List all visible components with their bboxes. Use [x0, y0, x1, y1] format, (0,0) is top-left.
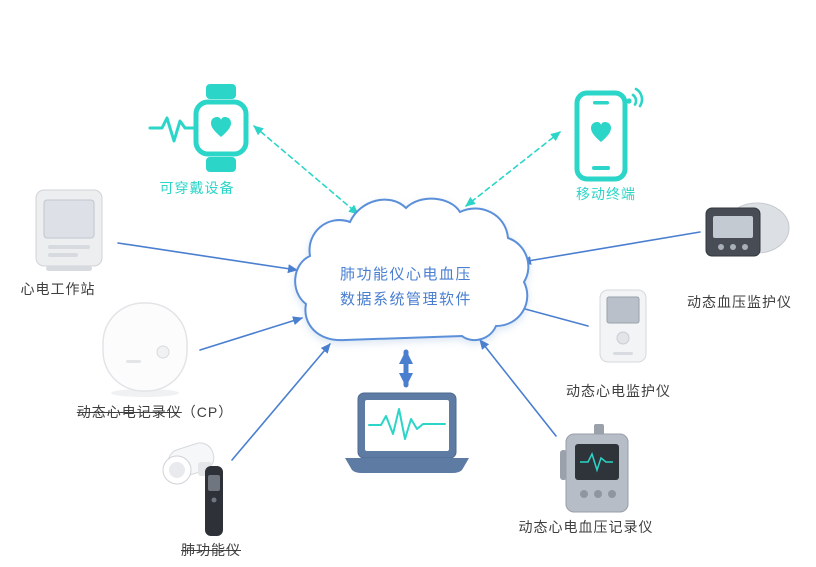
bp-monitor-device — [705, 202, 790, 257]
spirometer-device — [162, 442, 223, 536]
holter-recorder-device — [102, 302, 188, 397]
cloud-title-line1: 肺功能仪心电血压 — [339, 266, 472, 283]
smartphone-heart-icon — [574, 87, 644, 182]
ecg-workstation-device — [35, 189, 103, 271]
arrow-wearable-cloud — [253, 125, 359, 215]
label-mobile: 移动终端 — [576, 186, 636, 202]
label-ecg-monitor: 动态心电监护仪 — [566, 383, 671, 399]
laptop-ecg-icon — [345, 392, 469, 473]
ecg-monitor-device — [599, 289, 647, 363]
cloud-title-line2: 数据系统管理软件 — [339, 291, 472, 308]
label-bp-monitor: 动态血压监护仪 — [687, 294, 792, 310]
arrow-cp-cloud — [199, 316, 303, 351]
arrow-bp-cloud — [521, 231, 701, 265]
ecg-bp-recorder-device — [560, 424, 629, 513]
label-cp-recorder-main: 动态心电记录仪 — [76, 404, 182, 420]
label-spirometer: 肺功能仪 — [181, 542, 241, 558]
arrow-spirometer-cloud — [231, 343, 331, 461]
arrow-mobile-cloud — [465, 131, 561, 207]
cloud-title: 肺功能仪心电血压 数据系统管理软件 — [318, 262, 494, 312]
cloud-shape — [294, 197, 530, 342]
label-ecg-bp-recorder: 动态心电血压记录仪 — [518, 519, 654, 535]
label-cp-recorder-suffix: （CP） — [181, 404, 234, 420]
arrow-ecgmonitor-cloud — [513, 304, 589, 327]
connector-arrows — [117, 125, 701, 461]
arrow-workstation-cloud — [117, 242, 298, 274]
arrow-ecgbp-cloud — [479, 339, 557, 437]
label-workstation: 心电工作站 — [20, 281, 96, 297]
label-cp-recorder: 动态心电记录仪（CP） — [69, 402, 241, 422]
label-wearable: 可穿戴设备 — [159, 180, 235, 196]
smartwatch-heart-icon — [148, 84, 249, 172]
